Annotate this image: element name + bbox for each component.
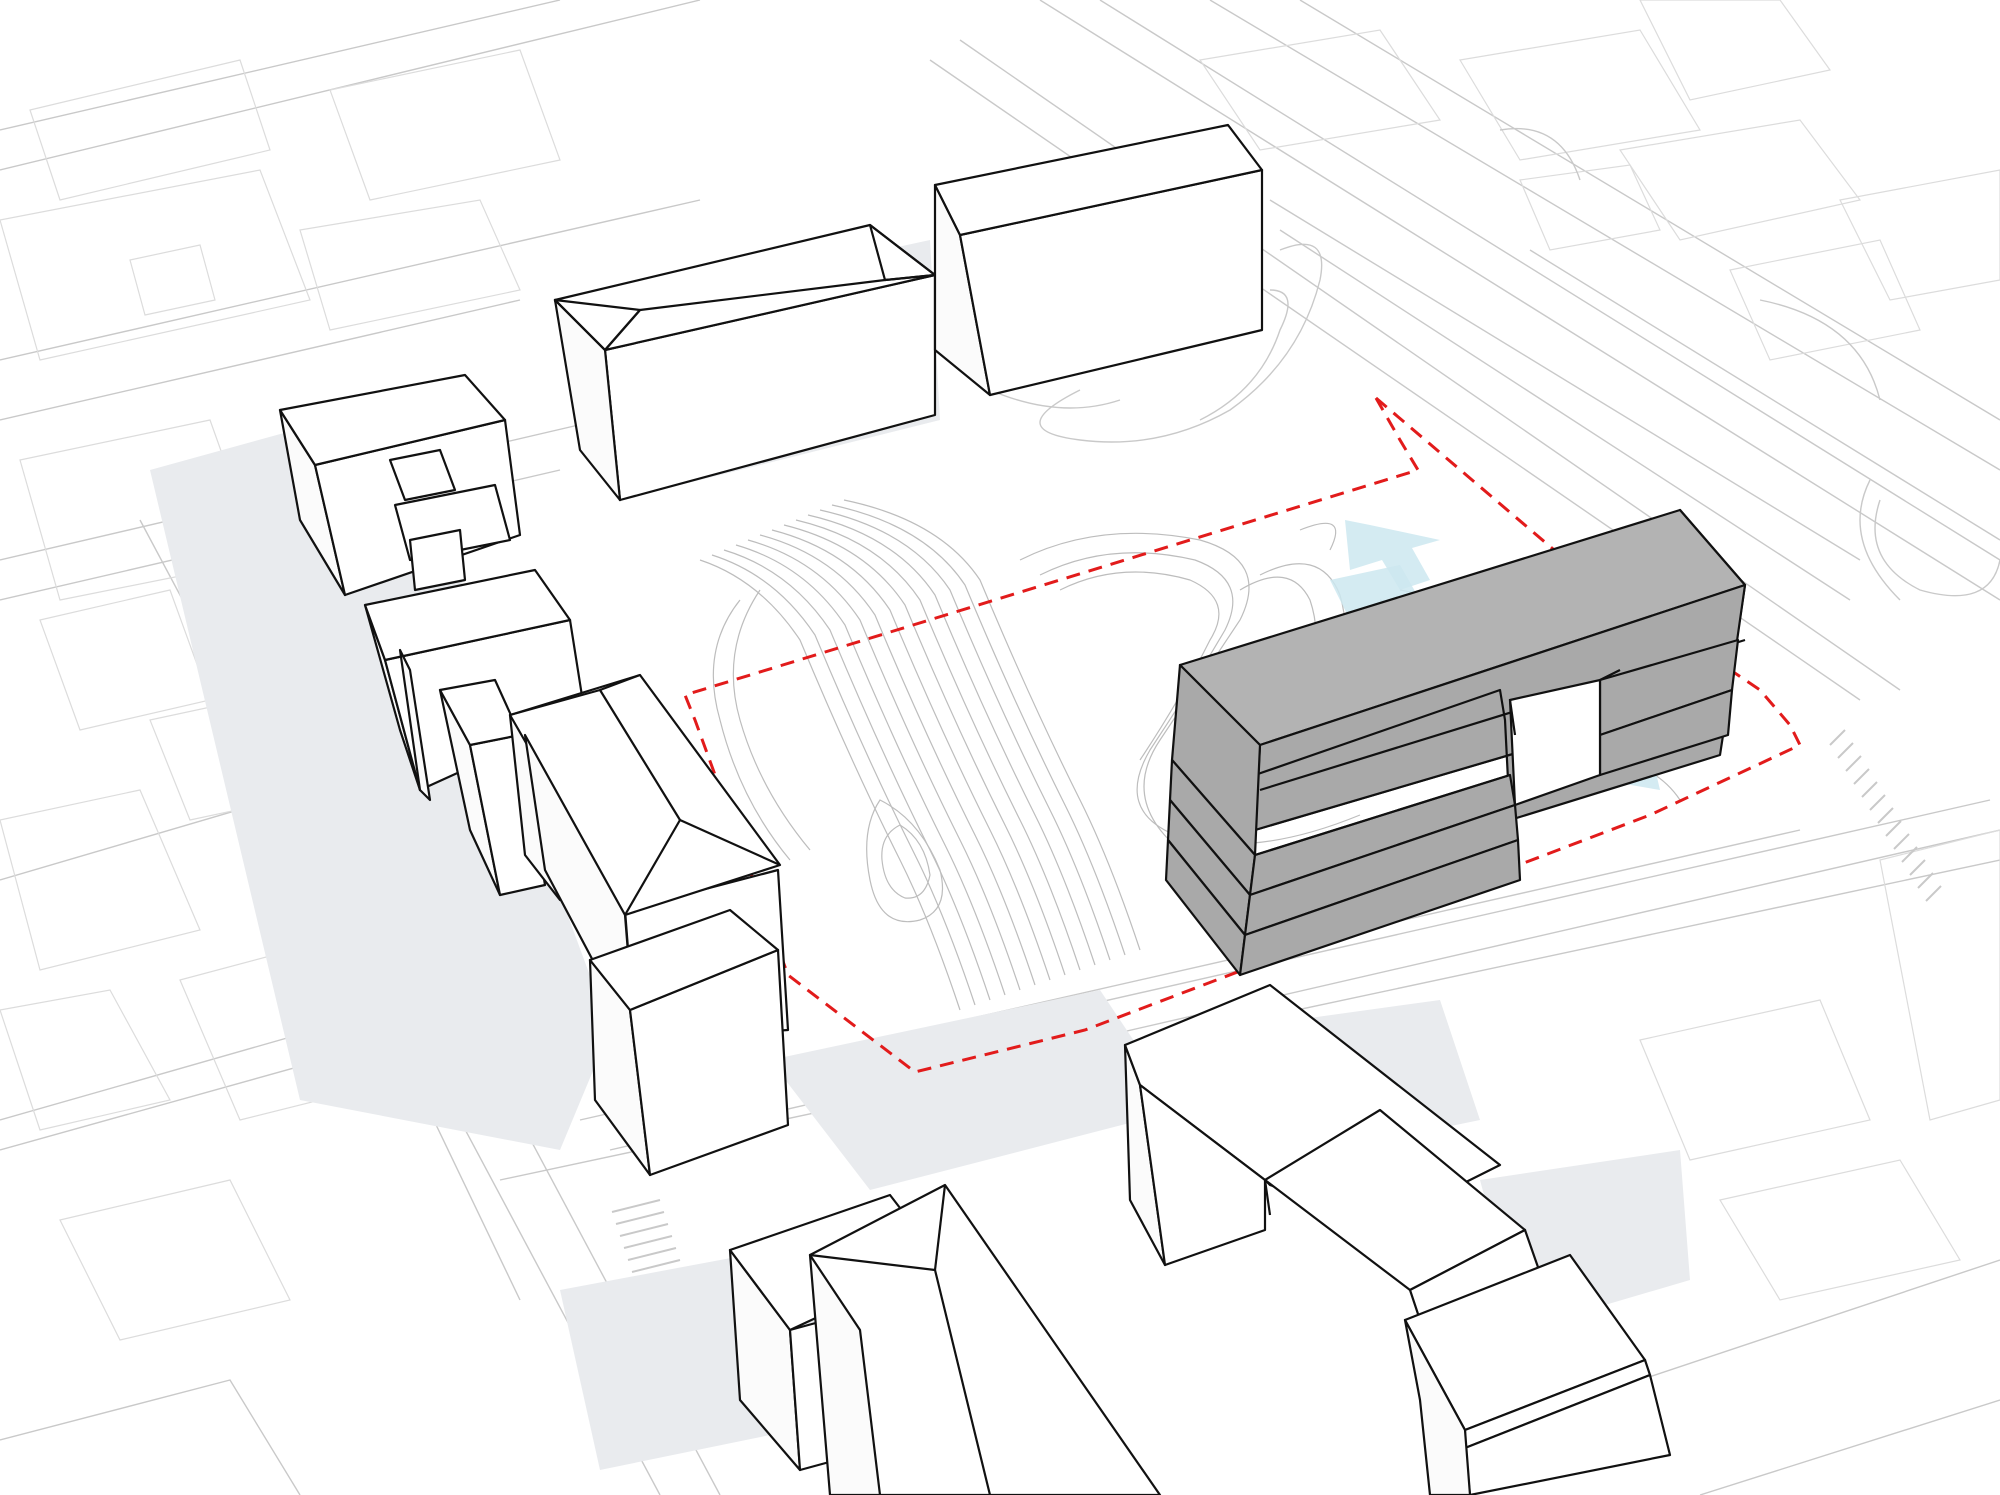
existing-building-north-block <box>933 123 1264 397</box>
existing-building-north-gabled <box>553 223 937 502</box>
existing-building-south-gabled <box>808 1183 1162 1495</box>
existing-building-west-1 <box>278 373 522 597</box>
proposed-building <box>1164 508 1747 977</box>
existing-building-south-long <box>1123 983 1562 1397</box>
curved-paths <box>989 127 2000 601</box>
existing-building-south-stepped <box>1403 1253 1672 1495</box>
site-boundary-north-edge <box>1375 396 1561 557</box>
view-arrow-north <box>1345 520 1440 590</box>
existing-building-west-front <box>588 908 790 1177</box>
